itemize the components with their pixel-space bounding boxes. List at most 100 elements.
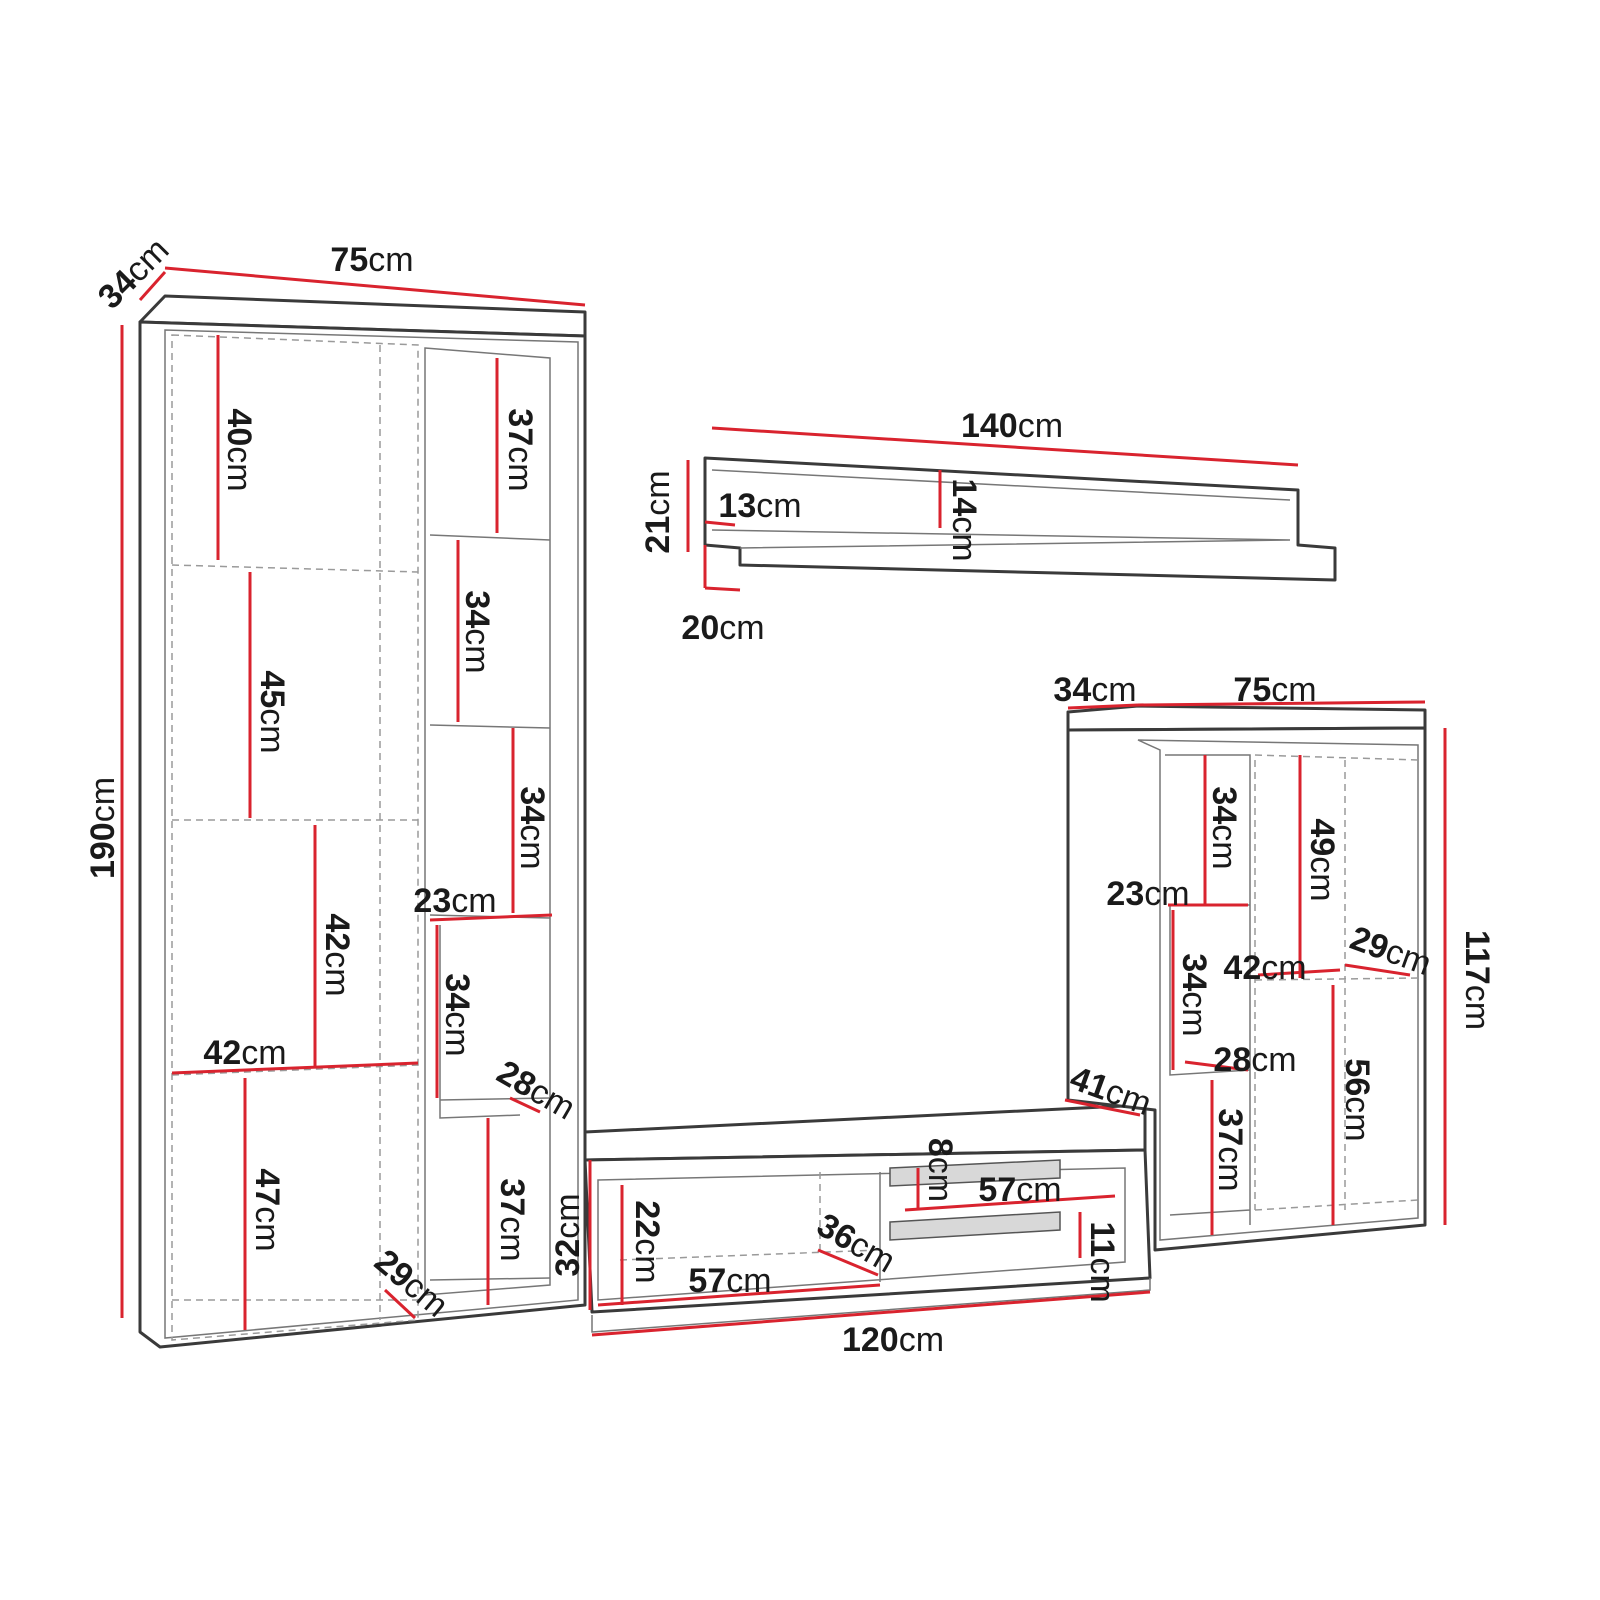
dimension-value: 13 bbox=[718, 487, 756, 525]
dimension-value: 34 bbox=[513, 786, 551, 824]
dimension-line bbox=[817, 1248, 879, 1277]
dimension-line bbox=[383, 1288, 417, 1320]
dimension-label: 190cm bbox=[84, 777, 122, 879]
dimension-unit: cm bbox=[756, 487, 801, 525]
dimension-label: 37cm bbox=[1211, 1108, 1249, 1191]
dimension-value: 23 bbox=[413, 882, 451, 920]
dimension-label: 34cm bbox=[1053, 671, 1136, 709]
dimension-value: 34 bbox=[1053, 671, 1091, 709]
dimension-line bbox=[1184, 1060, 1249, 1072]
dimension-label: 11cm bbox=[1083, 1221, 1121, 1302]
dimension-label: 120cm bbox=[842, 1321, 944, 1359]
dimension-label: 117cm bbox=[1458, 930, 1496, 1030]
dimension-unit: cm bbox=[628, 1238, 666, 1283]
dimension-value: 37 bbox=[501, 408, 539, 446]
dimension-value: 120 bbox=[842, 1321, 899, 1359]
dimension-unit: cm bbox=[1144, 875, 1189, 913]
dimension-label: 34cm bbox=[1205, 786, 1243, 869]
dimension-value: 75 bbox=[330, 241, 368, 279]
dimension-unit: cm bbox=[493, 1216, 531, 1261]
dimension-label: 75cm bbox=[330, 241, 413, 279]
dimension-label: 40cm bbox=[220, 408, 258, 491]
dimension-unit: cm bbox=[458, 628, 496, 673]
dimension-unit: cm bbox=[1211, 1146, 1249, 1191]
dimension-unit: cm bbox=[501, 446, 539, 491]
dimension-label: 23cm bbox=[1106, 875, 1189, 913]
dimension-value: 34 bbox=[458, 590, 496, 628]
dimension-value: 20 bbox=[681, 609, 719, 647]
dimension-unit: cm bbox=[241, 1034, 286, 1072]
dimension-lines bbox=[120, 266, 1447, 1337]
dimension-unit: cm bbox=[1251, 1041, 1296, 1079]
dimension-label: 49cm bbox=[1303, 818, 1341, 901]
dimension-unit: cm bbox=[1303, 856, 1341, 901]
wall-shelf bbox=[703, 456, 1337, 582]
dimension-label: 14cm bbox=[945, 478, 983, 561]
dimension-value: 49 bbox=[1303, 818, 1341, 856]
dimension-label: 13cm bbox=[718, 487, 801, 525]
dimension-line bbox=[711, 426, 1299, 467]
dimension-value: 47 bbox=[248, 1168, 286, 1206]
dimension-value: 190 bbox=[84, 822, 122, 879]
dimension-unit: cm bbox=[1205, 824, 1243, 869]
dimension-label: 21cm bbox=[639, 470, 677, 553]
dimension-value: 21 bbox=[639, 516, 677, 554]
dimension-value: 140 bbox=[961, 407, 1018, 445]
dimension-label: 42cm bbox=[1223, 949, 1306, 987]
dimension-value: 22 bbox=[628, 1200, 666, 1238]
dimension-value: 42 bbox=[1223, 949, 1261, 987]
right-cabinet bbox=[1066, 704, 1427, 1252]
dimension-unit: cm bbox=[248, 1206, 286, 1251]
dimension-label: 75cm bbox=[1233, 671, 1316, 709]
dimension-label: 37cm bbox=[493, 1178, 531, 1261]
dimension-value: 34 bbox=[1175, 953, 1213, 991]
dimension-value: 42 bbox=[318, 913, 356, 951]
dimension-label: 45cm bbox=[253, 670, 291, 753]
dimension-label: 32cm bbox=[549, 1193, 587, 1276]
dimension-value: 117 bbox=[1458, 930, 1496, 985]
dimension-unit: cm bbox=[1261, 949, 1306, 987]
dimension-label: 20cm bbox=[681, 609, 764, 647]
dimension-label: 34cm bbox=[458, 590, 496, 673]
dimension-label: 57cm bbox=[688, 1262, 771, 1300]
dimension-line bbox=[171, 1061, 419, 1075]
dimension-unit: cm bbox=[451, 882, 496, 920]
dimension-unit: cm bbox=[513, 824, 551, 869]
dimension-unit: cm bbox=[1083, 1257, 1121, 1302]
dimension-unit: cm bbox=[1018, 407, 1063, 445]
dimension-unit: cm bbox=[945, 516, 983, 561]
dimension-line bbox=[1257, 968, 1341, 977]
dimension-value: 45 bbox=[253, 670, 291, 708]
dimension-value: 75 bbox=[1233, 671, 1271, 709]
dimension-unit: cm bbox=[719, 609, 764, 647]
dimension-line bbox=[429, 913, 553, 922]
dimension-line bbox=[164, 266, 586, 307]
dimension-unit: cm bbox=[318, 951, 356, 996]
dimension-label: 57cm bbox=[978, 1171, 1061, 1209]
dimension-unit: cm bbox=[549, 1193, 587, 1238]
dimension-line bbox=[1344, 963, 1411, 977]
dimension-line bbox=[138, 271, 167, 301]
dimension-value: 42 bbox=[203, 1034, 241, 1072]
dimension-line bbox=[1137, 700, 1426, 707]
dimension-line bbox=[591, 1290, 1151, 1337]
dimension-unit: cm bbox=[368, 241, 413, 279]
dimension-value: 8 bbox=[921, 1138, 959, 1157]
dimension-unit: cm bbox=[639, 470, 677, 515]
dimension-label: 42cm bbox=[318, 913, 356, 996]
dimension-line bbox=[1067, 703, 1139, 710]
dimension-value: 37 bbox=[493, 1178, 531, 1216]
dimension-label: 34cm bbox=[513, 786, 551, 869]
dimension-unit: cm bbox=[921, 1157, 959, 1202]
dimension-unit: cm bbox=[438, 1011, 476, 1056]
dimension-unit: cm bbox=[899, 1321, 944, 1359]
dimension-value: 34 bbox=[438, 973, 476, 1011]
dimension-value: 57 bbox=[978, 1171, 1016, 1209]
dimension-value: 34 bbox=[1205, 786, 1243, 824]
dimension-value: 14 bbox=[945, 478, 983, 516]
dimension-line bbox=[1064, 1098, 1141, 1117]
dimension-unit: cm bbox=[726, 1262, 771, 1300]
dimension-value: 23 bbox=[1106, 875, 1144, 913]
